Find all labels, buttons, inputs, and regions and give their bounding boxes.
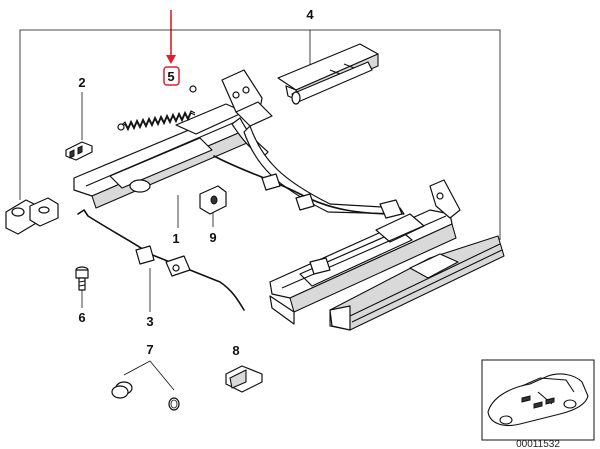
label-part-2: 2	[78, 75, 85, 90]
small-cover-part	[225, 365, 263, 393]
clip-part	[65, 141, 93, 161]
label-part-3: 3	[146, 314, 153, 329]
spring-part	[117, 85, 197, 132]
label-part-1: 1	[172, 231, 179, 246]
label-part-4: 4	[306, 7, 314, 22]
highlight-box	[163, 66, 180, 86]
vehicle-inset: 00011532	[481, 359, 595, 449]
label-part-8: 8	[232, 343, 239, 358]
label-part-5: 5	[167, 69, 174, 84]
leader-lines	[19, 29, 501, 391]
car-icon	[487, 373, 589, 427]
label-part-6: 6	[78, 310, 85, 325]
cap-and-ring-part	[111, 381, 180, 411]
rail-end-caps	[5, 197, 59, 235]
seat-rail-frame	[73, 69, 461, 325]
label-part-7: 7	[146, 342, 153, 357]
diagram-code: 00011532	[516, 439, 560, 449]
bracket-part	[199, 185, 227, 215]
bolt-part	[75, 266, 89, 291]
label-part-9: 9	[209, 230, 216, 245]
highlight-arrow	[166, 10, 176, 64]
rail-side-cover	[329, 235, 505, 331]
cable-part	[77, 209, 245, 311]
rail-cover-part	[277, 43, 379, 105]
